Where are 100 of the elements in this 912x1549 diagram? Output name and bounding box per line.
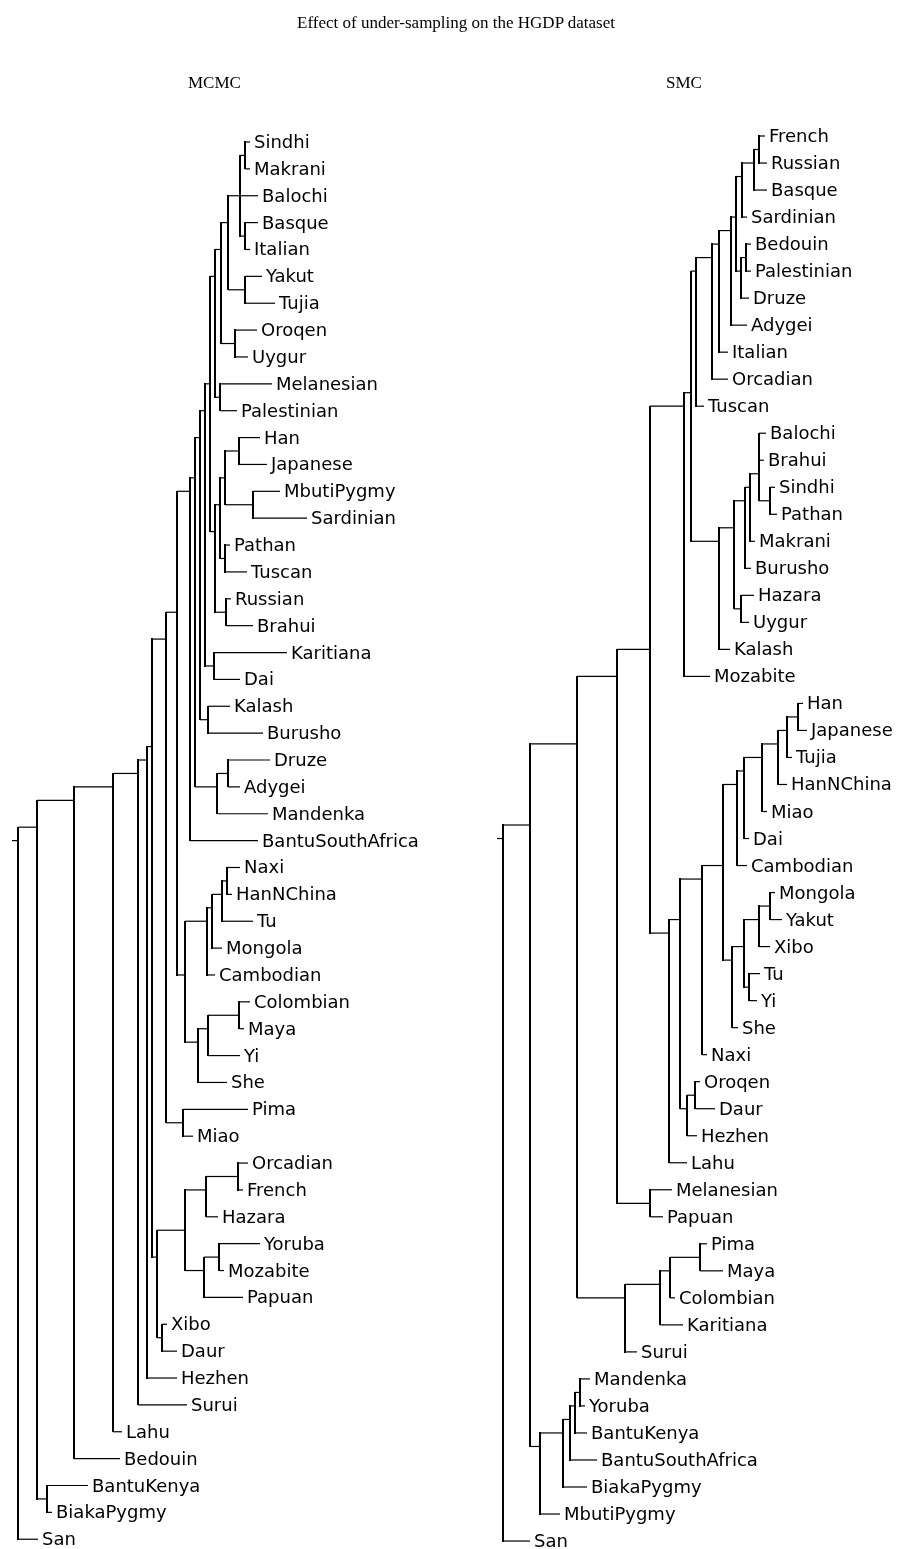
branch-line xyxy=(226,893,233,895)
branch-line xyxy=(735,270,742,272)
population-label: Sindhi xyxy=(775,476,835,499)
population-label: BantuKenya xyxy=(587,1421,700,1444)
population-label: Hazara xyxy=(754,584,822,607)
branch-line xyxy=(679,878,703,880)
branch-line xyxy=(769,513,778,515)
population-label: Xibo xyxy=(770,935,814,958)
branch-line xyxy=(683,675,711,677)
branch-line xyxy=(679,1108,688,1110)
branch-line xyxy=(206,974,216,976)
population-label: Japanese xyxy=(267,453,353,476)
branch-line xyxy=(218,1243,261,1245)
branch-line xyxy=(616,648,651,650)
population-label: Surui xyxy=(637,1340,688,1363)
population-label: Miao xyxy=(193,1125,240,1148)
branch-line xyxy=(189,840,259,842)
branch-line xyxy=(786,756,793,759)
branch-line xyxy=(184,1269,205,1272)
population-label: Sardinian xyxy=(747,206,836,229)
branch-line xyxy=(214,504,221,506)
population-label: HanNChina xyxy=(787,773,892,796)
branch-line xyxy=(194,436,201,439)
branch-line xyxy=(244,141,251,143)
branch-line xyxy=(576,675,618,677)
branch-line xyxy=(244,168,251,170)
branch-line xyxy=(214,396,221,398)
population-label: HanNChina xyxy=(232,883,337,906)
branch-line xyxy=(203,1256,220,1258)
branch-line xyxy=(683,392,692,394)
branch-line xyxy=(694,1108,716,1110)
population-label: Yoruba xyxy=(260,1232,325,1255)
population-label: Tuscan xyxy=(704,395,770,418)
branch-line xyxy=(649,405,685,407)
branch-line xyxy=(225,625,254,627)
population-label: Oroqen xyxy=(700,1070,771,1093)
population-label: Kalash xyxy=(230,695,294,718)
population-label: Cambodian xyxy=(747,854,854,877)
branch-line xyxy=(218,1269,225,1272)
branch-line xyxy=(156,1229,186,1231)
branch-line xyxy=(73,1458,121,1460)
population-label: Orcadian xyxy=(728,368,813,391)
branch-line xyxy=(237,1189,244,1191)
population-label: Kalash xyxy=(730,638,794,661)
branch-line xyxy=(184,1189,207,1191)
branch-line xyxy=(238,463,268,466)
branch-line xyxy=(753,189,768,191)
branch-line xyxy=(207,732,264,734)
branch-line xyxy=(112,772,139,775)
chart-title: Effect of under-sampling on the HGDP dataset xyxy=(297,12,615,34)
population-label: Oroqen xyxy=(257,319,328,342)
population-label: Tujia xyxy=(792,746,837,769)
branch-line xyxy=(224,450,240,452)
branch-line xyxy=(176,974,186,976)
population-label: Sindhi xyxy=(250,131,310,153)
branch-line xyxy=(744,567,752,569)
population-label: Mongola xyxy=(222,937,303,960)
population-label: Druze xyxy=(270,749,328,771)
branch-line xyxy=(204,383,211,385)
branch-line xyxy=(199,410,206,412)
branch-line xyxy=(624,1351,638,1353)
population-label: San xyxy=(38,1528,76,1549)
branch-line xyxy=(769,486,776,488)
branch-line xyxy=(205,1175,239,1178)
population-label: Naxi xyxy=(240,856,285,879)
population-label: Tuscan xyxy=(247,560,313,583)
population-label: Miao xyxy=(767,800,814,823)
population-label: MbutiPygmy xyxy=(280,480,396,503)
population-label: Italian xyxy=(250,238,310,261)
population-label: Mongola xyxy=(775,881,856,904)
branch-line xyxy=(184,920,208,922)
branch-line xyxy=(699,1243,708,1245)
population-label: Hazara xyxy=(218,1205,286,1228)
branch-line xyxy=(189,477,196,479)
population-label: Maya xyxy=(244,1017,297,1040)
population-label: Melanesian xyxy=(672,1178,778,1201)
branch-line xyxy=(730,324,748,326)
branch-line xyxy=(694,1081,701,1083)
population-label: Lahu xyxy=(687,1151,735,1174)
branch-line xyxy=(73,786,114,788)
branch-line xyxy=(733,608,742,610)
population-label: Adygei xyxy=(240,775,306,798)
branch-line xyxy=(758,162,768,164)
population-label: Brahui xyxy=(253,614,316,637)
tree-heading: MCMC xyxy=(188,72,241,94)
population-label: Xibo xyxy=(167,1313,211,1336)
branch-line xyxy=(758,432,767,434)
branch-line xyxy=(722,959,733,961)
branch-line xyxy=(219,477,226,479)
branch-line xyxy=(699,1270,724,1272)
branch-line xyxy=(234,356,249,358)
population-label: Pima xyxy=(248,1098,297,1121)
branch-line xyxy=(761,743,779,745)
branch-line xyxy=(502,824,531,826)
branch-line xyxy=(731,1027,739,1029)
population-label: Naxi xyxy=(707,1043,752,1066)
population-label: She xyxy=(227,1071,265,1094)
branch-line xyxy=(743,986,750,988)
branch-line xyxy=(797,702,804,704)
branch-line xyxy=(239,235,246,237)
